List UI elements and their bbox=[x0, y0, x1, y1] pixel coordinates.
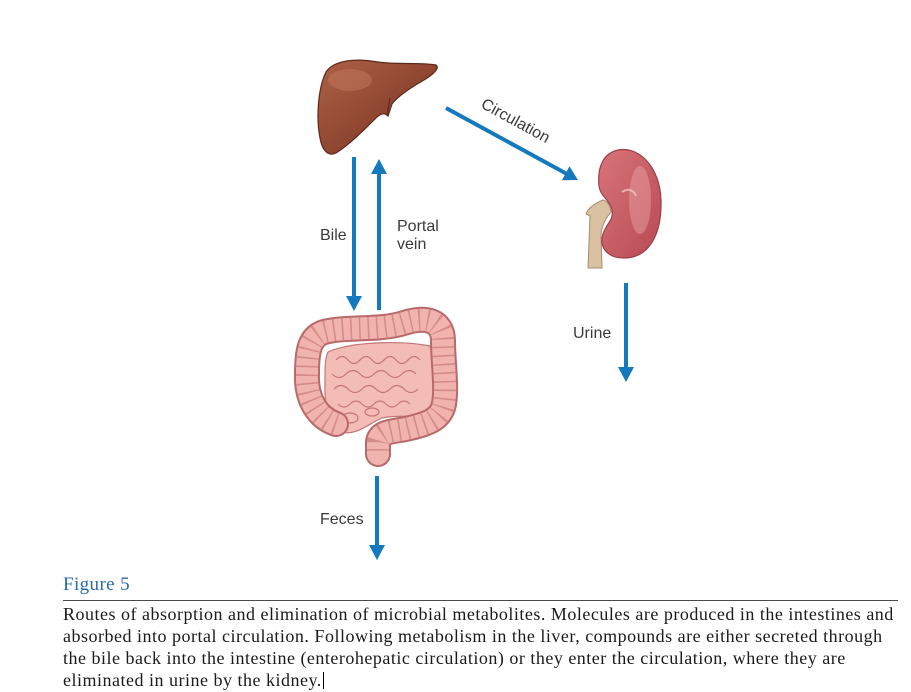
bile-label: Bile bbox=[320, 227, 347, 244]
liver-icon bbox=[317, 59, 438, 155]
kidney-icon bbox=[585, 148, 662, 269]
caption-line-text: eliminated in urine by the kidney. bbox=[63, 670, 322, 690]
text-cursor bbox=[322, 672, 324, 689]
portal-vein-label-line-1: Portal bbox=[397, 218, 439, 235]
caption-divider bbox=[63, 600, 898, 601]
metabolite-routes-diagram: Bile Portal vein Circulation Urine Feces bbox=[293, 59, 662, 560]
caption-line: Routes of absorption and elimination of … bbox=[63, 604, 894, 624]
caption-line-last: eliminated in urine by the kidney. bbox=[63, 669, 894, 691]
figure-label: Figure 5 bbox=[63, 574, 131, 595]
caption-line: the bile back into the intestine (entero… bbox=[63, 648, 846, 668]
figure-caption: Routes of absorption and elimination of … bbox=[63, 603, 894, 691]
circulation-label: Circulation bbox=[478, 96, 553, 147]
urine-label: Urine bbox=[573, 325, 611, 342]
portal-vein-label-line-2: vein bbox=[397, 236, 426, 253]
feces-arrow bbox=[369, 476, 385, 560]
portal-vein-label: Portal vein bbox=[397, 218, 443, 253]
circulation-arrow bbox=[445, 106, 578, 181]
bile-arrow bbox=[346, 157, 362, 311]
urine-arrow bbox=[618, 283, 634, 382]
portal-vein-arrow bbox=[371, 159, 387, 310]
feces-label: Feces bbox=[320, 511, 364, 528]
intestine-icon bbox=[293, 306, 459, 467]
caption-line: absorbed into portal circulation. Follow… bbox=[63, 626, 883, 646]
